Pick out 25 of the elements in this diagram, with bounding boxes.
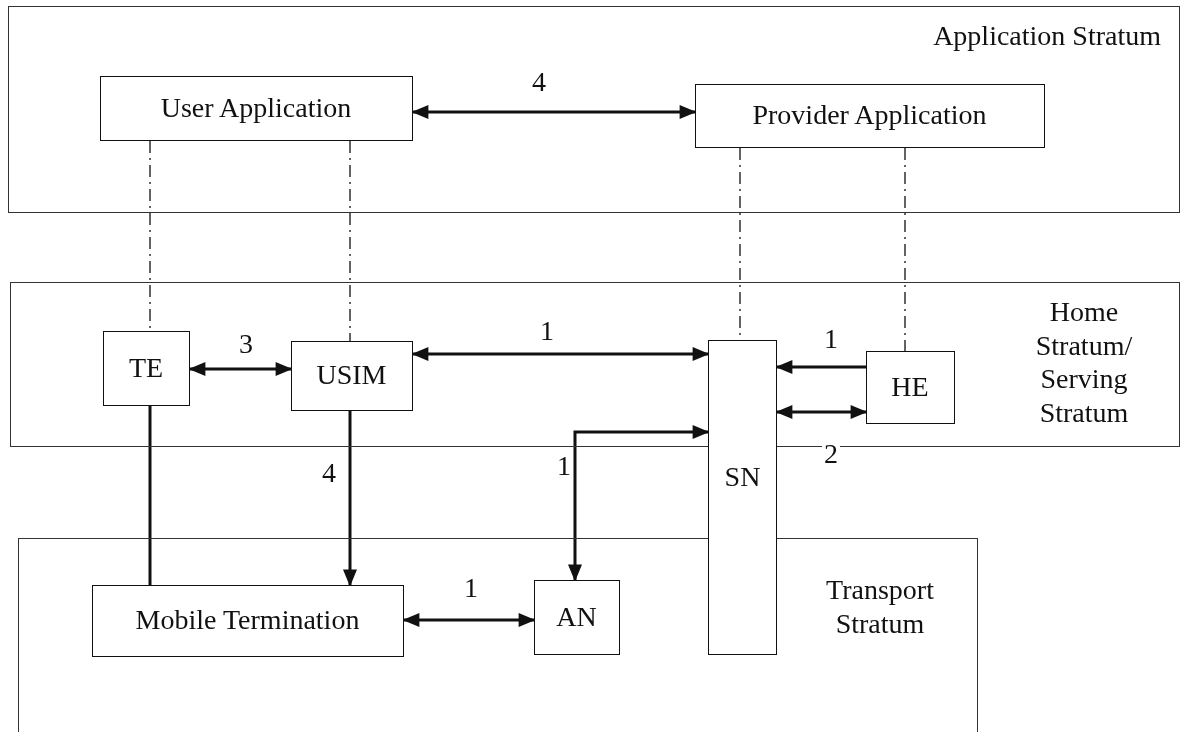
- dash-dot-line: [349, 140, 351, 342]
- stratum-band: [10, 282, 1180, 447]
- entity-box: Mobile Termination: [91, 584, 404, 657]
- entity-box: User Application: [99, 75, 413, 141]
- arrow: [411, 105, 697, 119]
- arrow: [343, 411, 357, 587]
- arrow: [775, 405, 868, 419]
- entity-box: USIM: [290, 340, 413, 411]
- entity-box: HE: [865, 350, 955, 424]
- stratum-band: [8, 6, 1180, 213]
- network-column-box: SN: [708, 340, 777, 655]
- entity-box: TE: [102, 330, 190, 406]
- arrow: [188, 362, 293, 376]
- arrow: [402, 613, 536, 627]
- arrow: [775, 360, 866, 374]
- stratum-title: Home Stratum/ Serving Stratum: [1034, 295, 1134, 430]
- arrow: [568, 425, 710, 582]
- dash-dot-line: [904, 147, 906, 352]
- entity-box: Provider Application: [694, 83, 1045, 148]
- connector-line: [148, 406, 152, 585]
- entity-box: AN: [533, 579, 620, 655]
- arrow: [411, 347, 710, 361]
- stratum-title: Application Stratum: [933, 19, 1161, 53]
- stratum-band: [18, 538, 978, 732]
- stratum-title: Transport Stratum: [825, 573, 935, 641]
